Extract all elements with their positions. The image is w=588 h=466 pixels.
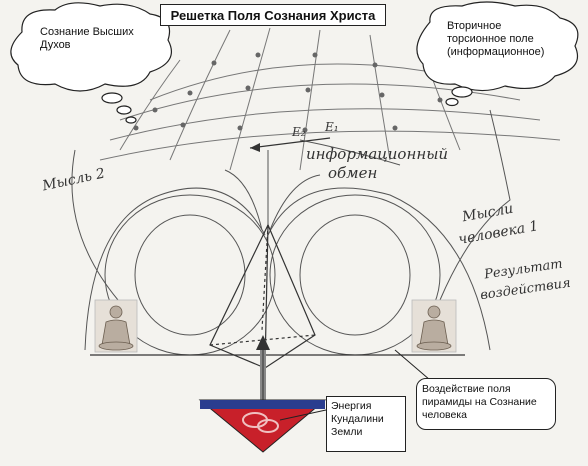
lattice-nodes: [133, 52, 443, 133]
label-e1: E₁: [325, 120, 339, 134]
label-e2: E₂: [292, 125, 306, 139]
meditator-left: [94, 299, 138, 353]
energy-arrow: [249, 137, 331, 149]
pyramid-effect-pointer: [394, 349, 431, 381]
meditator-right: [411, 299, 457, 353]
label-exchange-2: обмен: [328, 164, 378, 182]
cloud-left: [10, 2, 172, 124]
cloud-right: [416, 1, 579, 107]
pyramid-effect-box: Воздействие поля пирамиды на Сознание че…: [416, 378, 556, 430]
kundalini-pointer: [279, 409, 327, 421]
torsion-lattice: [99, 27, 561, 171]
kundalini-triangle: [198, 399, 327, 453]
thought-arrows: [71, 109, 511, 301]
cloud-right-text: Вторичное торсионное поле (информационно…: [447, 20, 545, 58]
kundalini-box: Энергия Кундалини Земли: [326, 396, 406, 452]
label-exchange-1: информационный: [306, 145, 449, 163]
diagram-title: Решетка Поля Сознания Христа: [160, 4, 386, 26]
cloud-left-text: Сознание Высших Духов: [40, 26, 134, 51]
